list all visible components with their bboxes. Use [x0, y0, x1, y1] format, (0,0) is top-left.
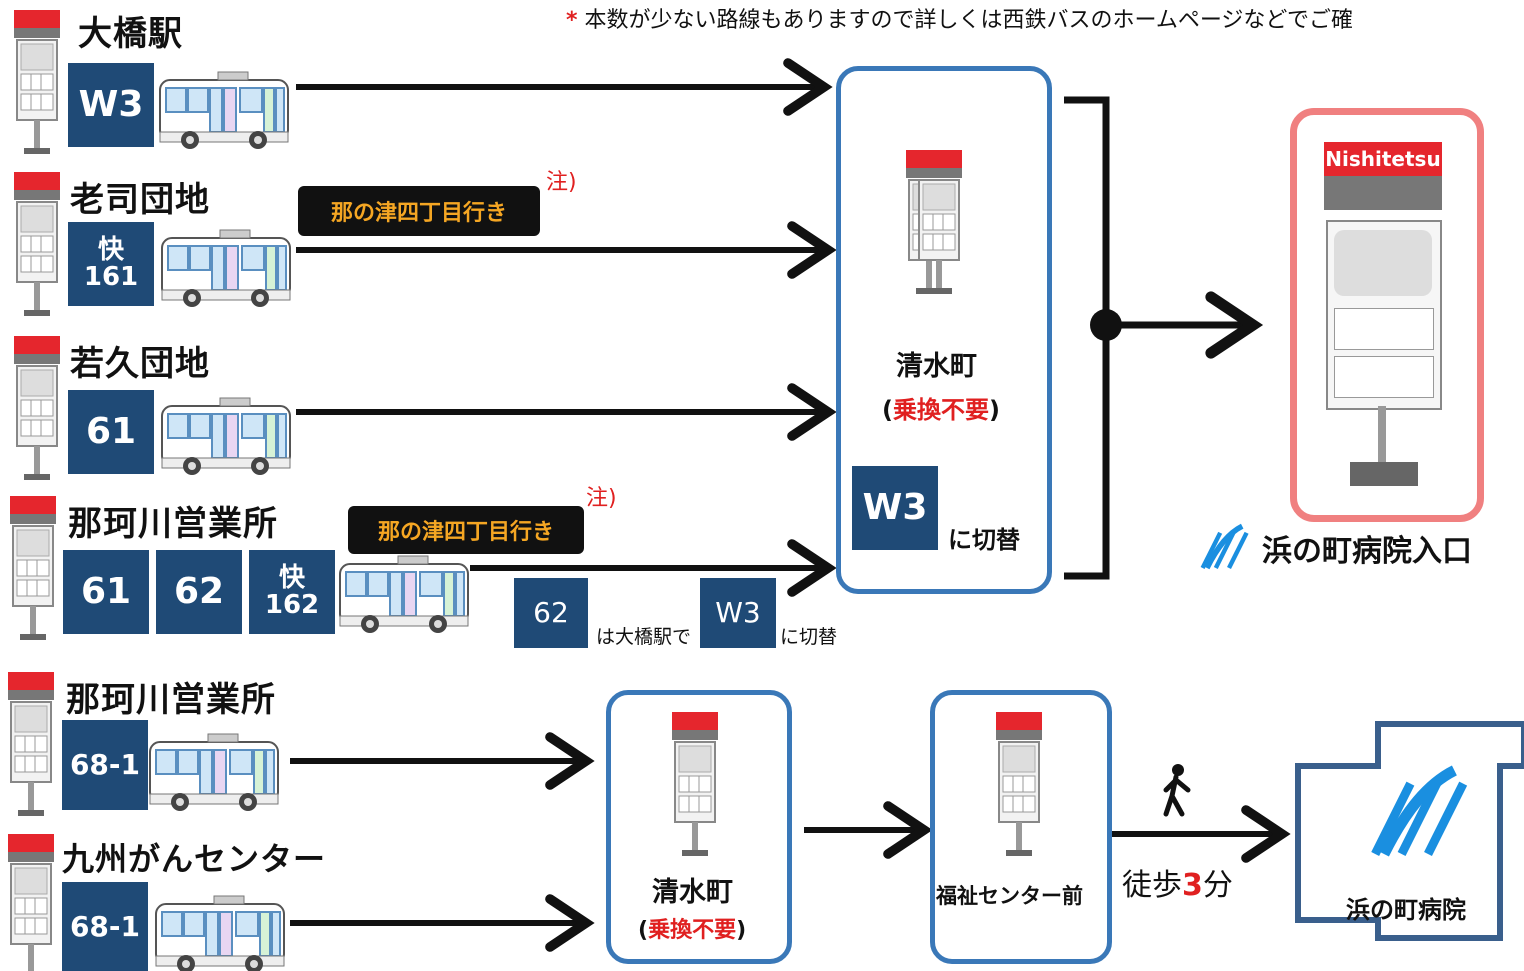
route-badge: 68-1	[62, 720, 148, 810]
no-transfer-label: (乗換不要)	[638, 918, 747, 943]
bus-icon	[149, 733, 279, 812]
route-badge: 68-1	[62, 882, 148, 971]
stop-name: 那珂川営業所	[68, 504, 278, 544]
destination-label: 那の津四丁目行き	[298, 186, 540, 236]
timetable-board	[1326, 220, 1442, 410]
sign-base	[1350, 462, 1418, 486]
notice: * 本数が少ない路線もありますので詳しくは西鉄バスのホームページなどでご確	[566, 2, 1353, 34]
route-badge: W3	[68, 63, 154, 147]
route-badge: 62	[156, 550, 242, 634]
notice-asterisk: *	[566, 8, 578, 33]
bus-stop-icon	[13, 171, 61, 317]
bus-stop-icon	[13, 9, 61, 155]
walking-person-icon	[1163, 764, 1191, 817]
sign-pole	[1378, 406, 1386, 462]
walk-time: 徒歩3分	[1122, 868, 1233, 903]
nishitetsu-sign: Nishitetsu	[1324, 142, 1442, 176]
notice-text: 本数が少ない路線もありますので詳しくは西鉄バスのホームページなどでご確	[584, 8, 1353, 33]
bus-icon	[155, 895, 285, 971]
bus-stop-icon	[7, 671, 55, 817]
bus-icon	[159, 71, 289, 150]
no-transfer-label: (乗換不要)	[882, 396, 1000, 424]
stop-name: 大橋駅	[78, 14, 183, 54]
stop-name: 那珂川営業所	[66, 680, 276, 720]
bus-icon	[161, 397, 291, 476]
switch-label: に切替	[948, 526, 1020, 554]
bus-stop-icon	[13, 335, 61, 481]
note-mark: 注)	[546, 170, 577, 195]
transfer-note-text: に切替	[780, 626, 838, 648]
hub-title: 清水町	[896, 351, 977, 382]
route-badge: W3	[700, 578, 776, 648]
route-badge: 62	[514, 578, 588, 648]
bus-stop-icon	[7, 833, 55, 971]
hub-title: 福祉センター前	[936, 884, 1083, 908]
sign-band	[1324, 176, 1442, 210]
hospital-name: 浜の町病院	[1346, 896, 1466, 924]
destination-stop-name: 浜の町病院入口	[1262, 534, 1472, 569]
route-badge: 61	[63, 550, 149, 634]
stop-name: 老司団地	[70, 180, 210, 220]
route-badge: W3	[852, 466, 938, 550]
hospital-logo-icon	[1203, 526, 1247, 568]
stop-name: 若久団地	[70, 344, 210, 384]
transfer-note-text: は大橋駅で	[596, 626, 692, 648]
route-badge: 快 162	[249, 550, 335, 634]
route-badge: 61	[68, 390, 154, 474]
stop-name: 九州がんセンター	[62, 840, 327, 878]
note-mark: 注)	[586, 486, 617, 511]
destination-label: 那の津四丁目行き	[348, 506, 584, 554]
bus-icon	[161, 229, 291, 308]
bus-icon	[339, 555, 469, 634]
bus-stop-icon	[9, 495, 57, 641]
route-badge: 快 161	[68, 222, 154, 306]
hub-title: 清水町	[652, 877, 733, 908]
transfer-hub-box	[930, 690, 1112, 964]
